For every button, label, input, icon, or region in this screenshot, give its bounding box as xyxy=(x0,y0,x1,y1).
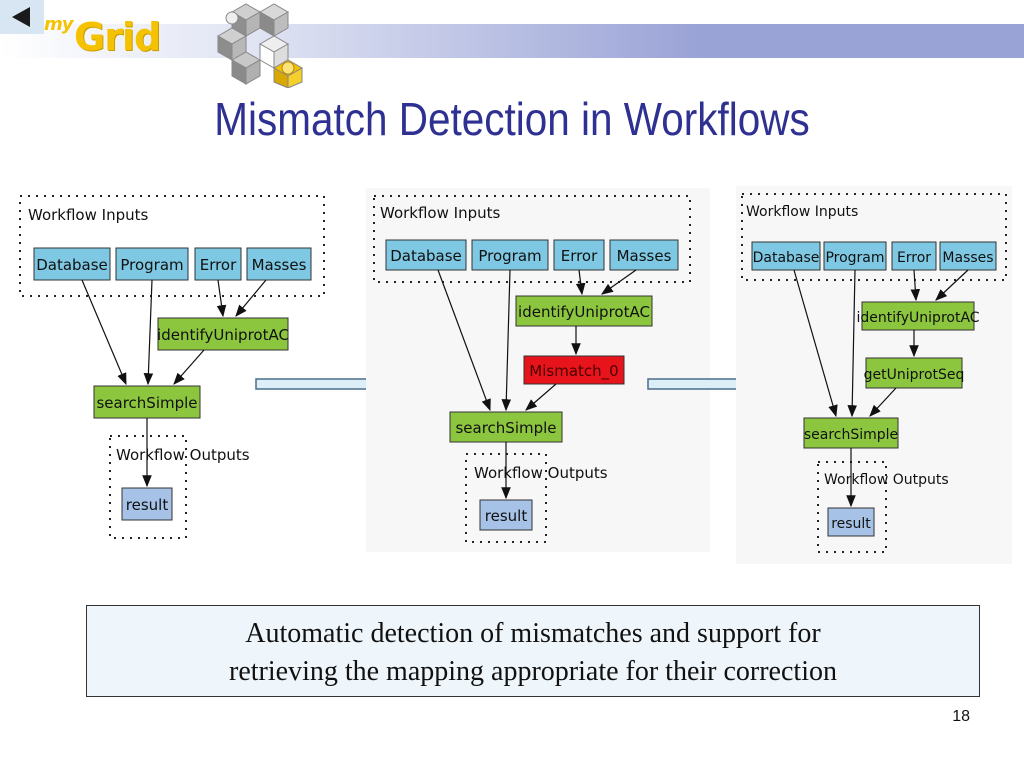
processor-node-identifyuniprotac: identifyUniprotAC xyxy=(157,317,289,351)
output-node-label: result xyxy=(126,496,169,514)
workflow-diagram-corrected: Workflow Inputs Database Program Error M… xyxy=(736,186,1012,564)
processor-node-label: identifyUniprotAC xyxy=(157,326,289,344)
processor-node-label: searchSimple xyxy=(804,427,898,443)
processor-node-searchsimple: searchSimple xyxy=(449,411,563,443)
workflow-diagram-original: Workflow Inputs Database Program Error M… xyxy=(19,195,325,539)
workflow-diagram-mismatch: Workflow Inputs Database Program Error M… xyxy=(366,188,710,552)
input-node-error: Error xyxy=(194,247,242,281)
workflow-outputs-label: Workflow Outputs xyxy=(824,472,949,488)
processor-node-searchsimple: searchSimple xyxy=(803,417,899,449)
input-node-label: Database xyxy=(390,247,462,265)
page-title: Mismatch Detection in Workflows xyxy=(214,93,810,145)
workflow-outputs-label: Workflow Outputs xyxy=(116,446,250,464)
processor-node-label: searchSimple xyxy=(455,419,556,437)
workflow-outputs-label: Workflow Outputs xyxy=(474,464,608,482)
processor-node-mismatch: Mismatch_0 xyxy=(523,355,625,385)
edges xyxy=(437,269,637,500)
input-node-program: Program xyxy=(823,241,887,271)
processor-node-getuniprotseq: getUniprotSeq xyxy=(864,357,965,389)
output-node-label: result xyxy=(831,516,871,532)
workflow-outputs-group xyxy=(109,435,187,539)
input-node-label: Database xyxy=(753,250,820,266)
processor-node-label: getUniprotSeq xyxy=(864,367,965,383)
input-node-masses: Masses xyxy=(609,239,679,271)
back-arrow-icon xyxy=(12,7,30,27)
output-node-label: result xyxy=(485,507,528,525)
input-node-label: Masses xyxy=(942,250,993,266)
input-node-program: Program xyxy=(471,239,549,271)
input-node-database: Database xyxy=(751,241,821,271)
input-node-program: Program xyxy=(115,247,189,281)
processor-node-label: Mismatch_0 xyxy=(529,362,618,381)
workflow-inputs-label: Workflow Inputs xyxy=(28,206,148,224)
workflow-inputs-group xyxy=(373,195,691,283)
processor-node-label: identifyUniprotAC xyxy=(518,303,650,321)
workflow-inputs-label: Workflow Inputs xyxy=(746,204,858,220)
workflow-inputs-group xyxy=(19,195,325,297)
input-node-database: Database xyxy=(385,239,467,271)
logo-my-text: my xyxy=(44,14,73,35)
processor-node-label: identifyUniprotAC xyxy=(856,310,979,326)
input-node-label: Masses xyxy=(252,256,307,274)
processor-node-identifyuniprotac: identifyUniprotAC xyxy=(856,301,980,331)
input-node-label: Masses xyxy=(617,247,672,265)
input-node-masses: Masses xyxy=(246,247,312,281)
input-node-error: Error xyxy=(553,239,605,271)
previous-slide-button[interactable] xyxy=(0,0,44,34)
input-node-label: Database xyxy=(36,256,108,274)
output-node-result: result xyxy=(827,507,875,537)
input-node-database: Database xyxy=(33,247,111,281)
logo-grid-text: Grid xyxy=(74,15,161,59)
output-node-result: result xyxy=(121,487,173,521)
workflow-inputs-label: Workflow Inputs xyxy=(380,204,500,222)
header-bar xyxy=(0,24,1024,58)
processor-node-identifyuniprotac: identifyUniprotAC xyxy=(515,295,653,327)
processor-node-searchsimple: searchSimple xyxy=(93,385,201,419)
input-node-label: Program xyxy=(478,247,541,265)
mygrid-cube-logo-icon xyxy=(216,3,304,88)
caption-box: Automatic detection of mismatches and su… xyxy=(86,605,980,697)
output-node-result: result xyxy=(479,499,533,531)
input-node-label: Error xyxy=(200,256,237,274)
input-node-label: Program xyxy=(120,256,183,274)
workflow-inputs-group xyxy=(741,193,1007,281)
input-node-label: Program xyxy=(825,250,884,266)
input-node-label: Error xyxy=(561,247,598,265)
input-node-label: Error xyxy=(897,250,931,266)
slide-number: 18 xyxy=(952,708,970,725)
edges xyxy=(793,269,969,508)
input-node-masses: Masses xyxy=(939,241,997,271)
caption-line-1: Automatic detection of mismatches and su… xyxy=(245,618,821,649)
workflow-outputs-group xyxy=(817,461,887,553)
caption-line-2: retrieving the mapping appropriate for t… xyxy=(229,656,837,687)
processor-node-label: searchSimple xyxy=(96,394,197,412)
input-node-error: Error xyxy=(891,241,937,271)
edges xyxy=(81,279,267,488)
